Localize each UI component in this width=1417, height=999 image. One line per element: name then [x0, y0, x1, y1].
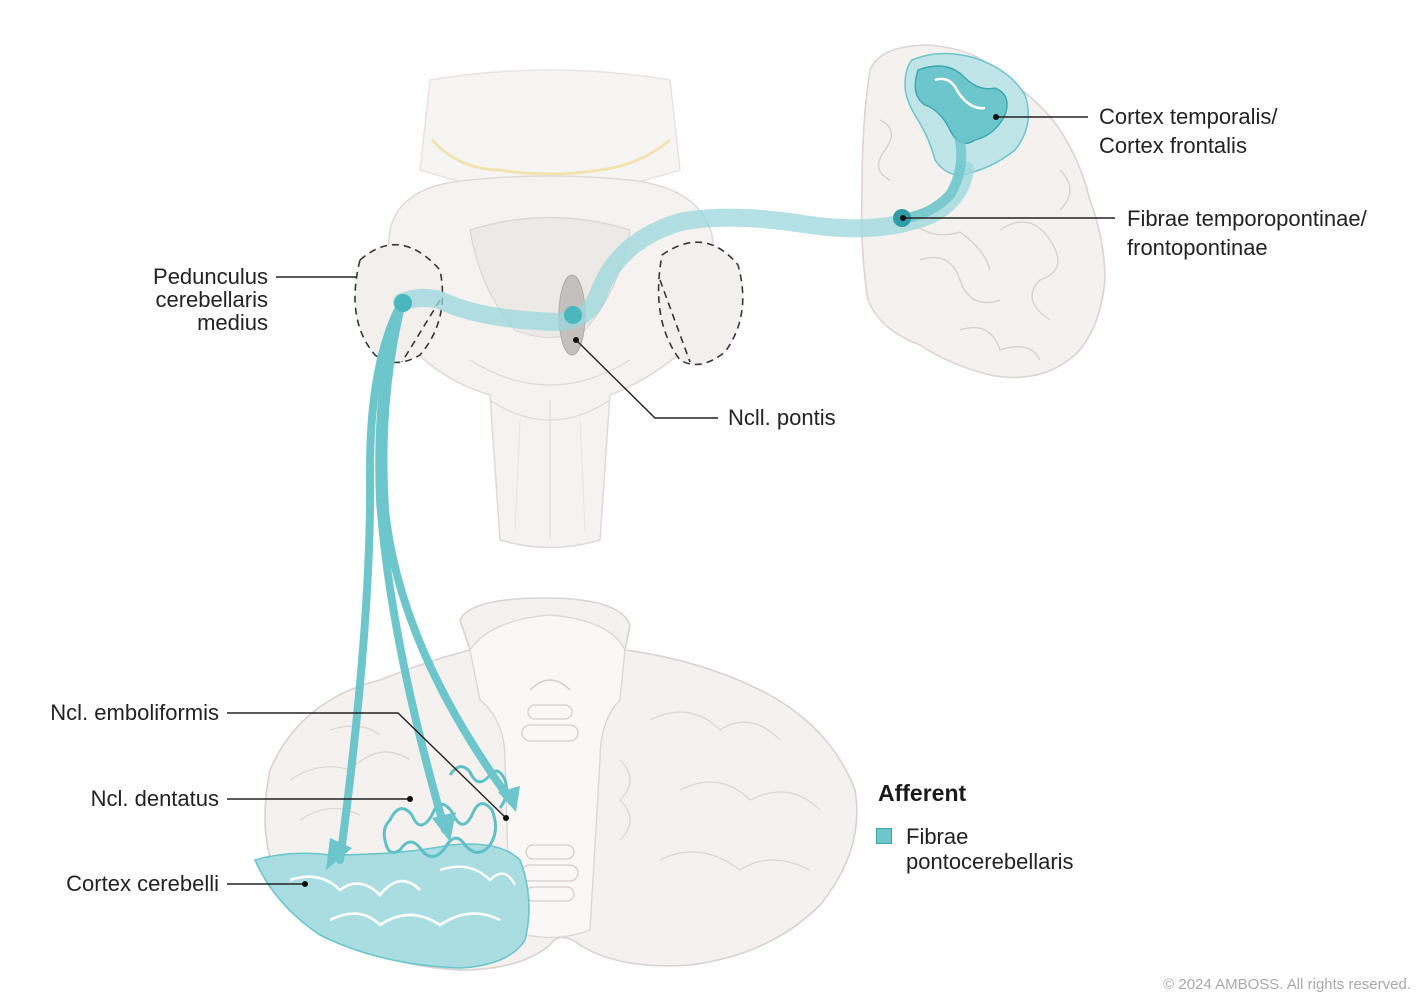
brainstem [354, 69, 744, 549]
label-cortex-temporalis-line1: Cortex temporalis/ [1099, 104, 1278, 129]
label-fibrae-line1: Fibrae temporopontinae/ [1127, 206, 1367, 231]
label-cortex-temporalis-line2: Cortex frontalis [1099, 133, 1247, 158]
ncl-dentatus-shape [382, 802, 497, 858]
label-fibrae-temporopontinae: Fibrae temporopontinae/ frontopontinae [1127, 204, 1367, 262]
legend-text-line1: Fibrae [906, 824, 969, 849]
leader-dots [302, 114, 999, 887]
legend-swatch [876, 828, 892, 844]
label-ncl-dentatus: Ncl. dentatus [90, 786, 219, 811]
legend-text-line2: pontocerebellaris [906, 849, 1074, 874]
pontocerebellar-fibers [326, 135, 974, 870]
legend-title: Afferent [878, 780, 967, 806]
label-cortex-temporalis: Cortex temporalis/ Cortex frontalis [1099, 102, 1278, 160]
leader-lines [227, 116, 1115, 885]
label-fibrae-line2: frontopontinae [1127, 235, 1268, 260]
legend-text: Fibrae pontocerebellaris [906, 824, 1074, 874]
cortex-cerebelli-region [253, 843, 530, 969]
label-pedunculus-line1: Pedunculus [153, 264, 268, 289]
label-pedunculus-line2: cerebellaris [155, 287, 269, 312]
arrowhead-emboliformis [498, 786, 520, 812]
label-cortex-cerebelli: Cortex cerebelli [66, 871, 219, 896]
copyright: © 2024 AMBOSS. All rights reserved. [1163, 976, 1411, 993]
pedunculus-right-outline [657, 241, 744, 366]
cerebral-cortex-slice [860, 44, 1106, 379]
label-pedunculus: Pedunculus cerebellaris medius [153, 264, 268, 336]
dot-ncll-pontis [564, 306, 582, 324]
cerebellum [253, 597, 858, 971]
arrowhead-dentatus [432, 812, 456, 842]
legend-item: Fibrae pontocerebellaris [876, 824, 1074, 874]
label-ncll-pontis: Ncll. pontis [728, 405, 836, 430]
label-ncl-emboliformis: Ncl. emboliformis [50, 700, 219, 725]
arrowhead-cortex [326, 838, 352, 870]
label-pedunculus-line3: medius [197, 310, 268, 335]
dot-pedunculus [394, 294, 412, 312]
